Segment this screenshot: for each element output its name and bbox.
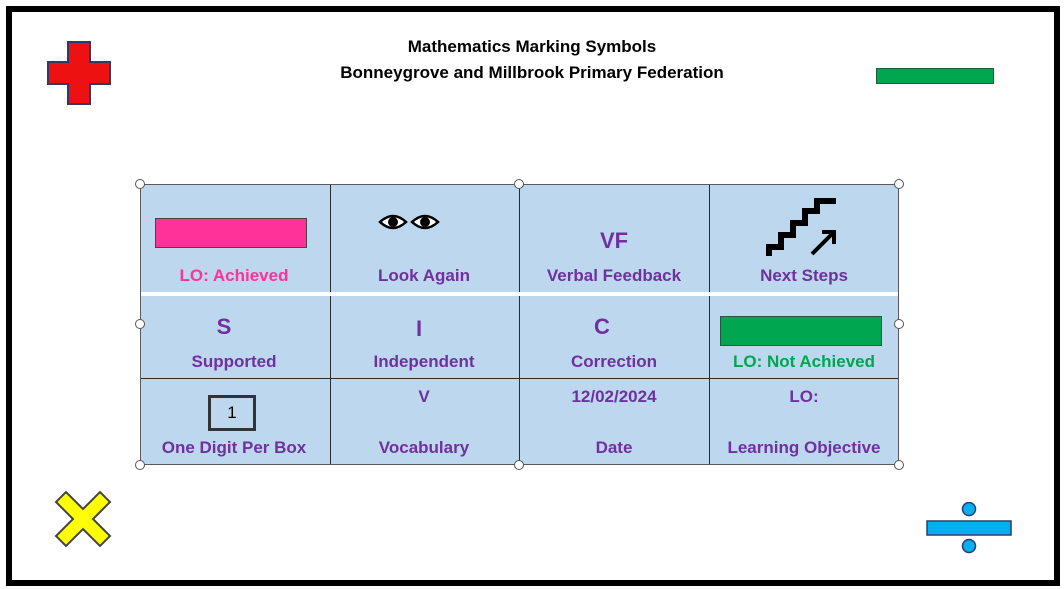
lo-achieved-label: LO: Achieved (179, 266, 289, 285)
resize-handle-bottom[interactable] (514, 460, 524, 470)
supported-label: Supported (191, 352, 277, 371)
correction-label: Correction (571, 352, 657, 371)
vocabulary-label: Vocabulary (378, 438, 470, 457)
vocabulary-symbol: V (418, 387, 430, 406)
next-steps-label: Next Steps (760, 266, 848, 285)
row-divider (141, 378, 898, 379)
lo-not-achieved-label: LO: Not Achieved (733, 352, 875, 371)
row-divider (141, 292, 898, 296)
date-label: Date (595, 438, 633, 457)
column-divider (330, 185, 331, 464)
minus-symbol-icon (876, 68, 994, 84)
resize-handle-left[interactable] (135, 319, 145, 329)
page-title: Mathematics Marking Symbols (407, 37, 657, 56)
page-subtitle: Bonneygrove and Millbrook Primary Federa… (340, 63, 724, 82)
verbal-feedback-label: Verbal Feedback (546, 266, 682, 285)
resize-handle-top-right[interactable] (894, 179, 904, 189)
column-divider (519, 185, 520, 464)
eyes-icon (378, 214, 440, 230)
multiply-symbol-icon (54, 490, 112, 548)
look-again-label: Look Again (378, 266, 470, 285)
resize-handle-bottom-left[interactable] (135, 460, 145, 470)
plus-symbol-icon (47, 41, 111, 105)
independent-symbol: I (415, 316, 423, 341)
supported-symbol: S (216, 314, 232, 339)
learning-objective-label: Learning Objective (727, 438, 881, 457)
correction-symbol: C (594, 314, 610, 339)
lo-achieved-highlight (155, 218, 307, 248)
column-divider (709, 185, 710, 464)
stairs-arrow-icon (766, 198, 836, 256)
one-digit-label: One Digit Per Box (161, 438, 307, 457)
divide-symbol-icon (926, 502, 1012, 554)
learning-objective-symbol: LO: (789, 387, 819, 406)
digit-box: 1 (208, 395, 256, 431)
resize-handle-top[interactable] (514, 179, 524, 189)
resize-handle-bottom-right[interactable] (894, 460, 904, 470)
independent-label: Independent (373, 352, 475, 371)
verbal-feedback-symbol: VF (599, 228, 629, 253)
resize-handle-right[interactable] (894, 319, 904, 329)
date-symbol: 12/02/2024 (571, 387, 657, 406)
lo-not-achieved-highlight (720, 316, 882, 346)
resize-handle-top-left[interactable] (135, 179, 145, 189)
